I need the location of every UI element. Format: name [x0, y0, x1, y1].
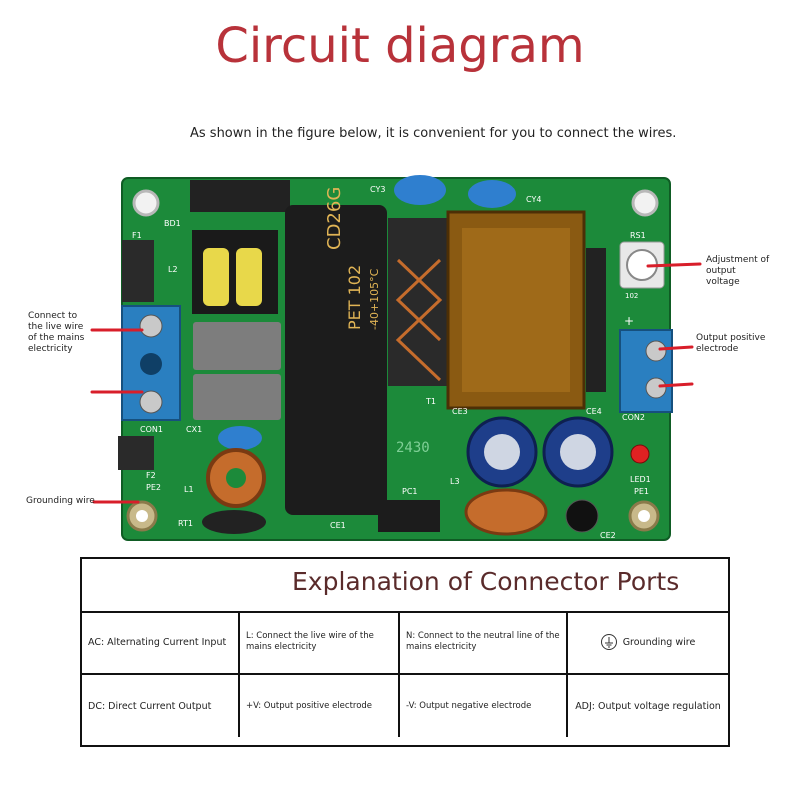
lbl-rs1: RS1: [630, 231, 646, 240]
lbl-cy4: CY4: [526, 195, 541, 204]
callout-grounding: Grounding wire: [26, 496, 95, 506]
table-title: Explanation of Connector Ports: [292, 567, 680, 596]
y-capacitor-cy3: [394, 175, 446, 205]
cell-neutral: N: Connect to the neutral line of the ma…: [400, 611, 568, 673]
lbl-l3: L3: [450, 477, 460, 486]
callout-adjustment: Adjustment of output voltage: [706, 255, 770, 287]
y-capacitor-cy4: [468, 180, 516, 208]
lbl-l1: L1: [184, 485, 194, 494]
table-row-ac: AC: Alternating Current Input L: Connect…: [82, 611, 728, 675]
lbl-cy3: CY3: [370, 185, 385, 194]
lbl-pc1: PC1: [402, 487, 418, 496]
cell-live: L: Connect the live wire of the mains el…: [240, 611, 400, 673]
led1: [630, 444, 650, 464]
lbl-f1: F1: [132, 231, 142, 240]
bulk-capacitor-ce1: [285, 205, 387, 515]
cell-dc: DC: Direct Current Output: [82, 675, 240, 737]
cell-adj: ADJ: Output voltage regulation: [575, 700, 721, 712]
adj-code: 102: [625, 292, 638, 300]
lbl-t1: T1: [425, 397, 436, 406]
x-capacitor-1: [193, 322, 281, 370]
cap-text-3: -40+105°C: [368, 268, 381, 330]
y-capacitor-cx1: [218, 426, 262, 450]
inductor-l3: [464, 488, 548, 536]
mount-hole-tr: [631, 189, 659, 217]
small-capacitor-ce2: [565, 499, 599, 533]
cap-text-2: PET 102: [345, 265, 364, 330]
lbl-pe1: PE1: [634, 487, 649, 496]
lbl-ce4: CE4: [586, 407, 602, 416]
cell-vplus: +V: Output positive electrode: [240, 675, 400, 737]
lbl-ce3: CE3: [452, 407, 468, 416]
lbl-ce1: CE1: [330, 521, 346, 530]
callout-line-outpos: [658, 345, 694, 351]
lbl-rt1: RT1: [178, 519, 193, 528]
lbl-ce2: CE2: [600, 531, 616, 540]
callout-live-wire: Connect to the live wire of the mains el…: [28, 311, 85, 354]
cell-ground-label: Grounding wire: [622, 636, 696, 648]
cap-text-1: CD26G: [324, 187, 345, 250]
lbl-bd1: BD1: [164, 219, 181, 228]
ground-symbol-icon: [600, 634, 617, 650]
page-subtitle: As shown in the figure below, it is conv…: [190, 126, 677, 141]
page-title: Circuit diagram: [215, 18, 585, 74]
mount-hole-tl: [132, 189, 160, 217]
lbl-cx1: CX1: [186, 425, 202, 434]
callout-output-positive: Output positive electrode: [696, 333, 766, 354]
connector-ports-table: Explanation of Connector Ports AC: Alter…: [80, 557, 730, 747]
x-capacitor-2: [193, 374, 281, 420]
pcb-board-illustration: CD26G PET 102 -40+105°C 102 + BD1 F1 L2 …: [90, 175, 702, 541]
callout-line-adjust: [646, 262, 702, 268]
lbl-con2: CON2: [622, 413, 645, 422]
lbl-led1: LED1: [630, 475, 651, 484]
callout-line-outneg: [658, 382, 694, 388]
lbl-pe2: PE2: [146, 483, 161, 492]
optocoupler-pc1: [378, 500, 440, 532]
table-header: Explanation of Connector Ports: [82, 559, 728, 613]
thermistor-rt1: [202, 510, 266, 534]
cell-vminus: -V: Output negative electrode: [400, 675, 568, 737]
lbl-l2: L2: [168, 265, 178, 274]
fuse-f2: [118, 436, 154, 470]
board-code: 2430: [396, 440, 430, 456]
table-row-dc: DC: Direct Current Output +V: Output pos…: [82, 675, 728, 737]
output-terminal-con2: [619, 329, 673, 413]
lbl-con1: CON1: [140, 425, 163, 434]
cell-ac: AC: Alternating Current Input: [82, 611, 240, 673]
bridge-rectifier: [190, 180, 290, 212]
fuse-f1: [122, 240, 154, 302]
cell-ground: Grounding wire: [568, 611, 728, 673]
plus-mark: +: [624, 314, 634, 328]
lbl-f2: F2: [146, 471, 156, 480]
